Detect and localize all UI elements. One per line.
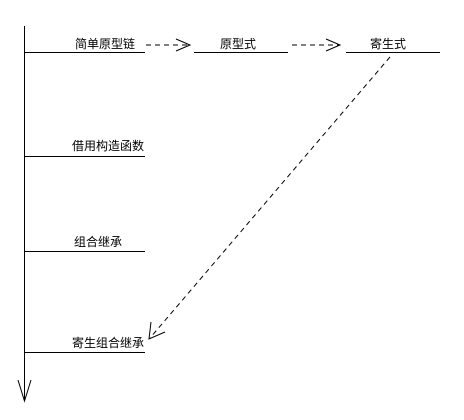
timeline-arrowhead bbox=[17, 379, 32, 403]
arrowhead-simple-to-prototypal bbox=[175, 38, 192, 52]
node-simple-prototype-chain: 简单原型链 bbox=[75, 36, 135, 51]
node-combination: 组合继承 bbox=[74, 234, 122, 249]
node-parasitic-combination: 寄生组合继承 bbox=[72, 335, 144, 350]
arrow-parasitic-to-parasitic-combination bbox=[149, 56, 391, 339]
node-borrow-constructor: 借用构造函数 bbox=[72, 138, 144, 153]
node-prototypal: 原型式 bbox=[220, 37, 256, 51]
node-parasitic: 寄生式 bbox=[370, 36, 406, 51]
arrowhead-prototypal-to-parasitic bbox=[325, 38, 342, 52]
arrowhead-parasitic-to-parasitic-combination bbox=[148, 321, 166, 340]
